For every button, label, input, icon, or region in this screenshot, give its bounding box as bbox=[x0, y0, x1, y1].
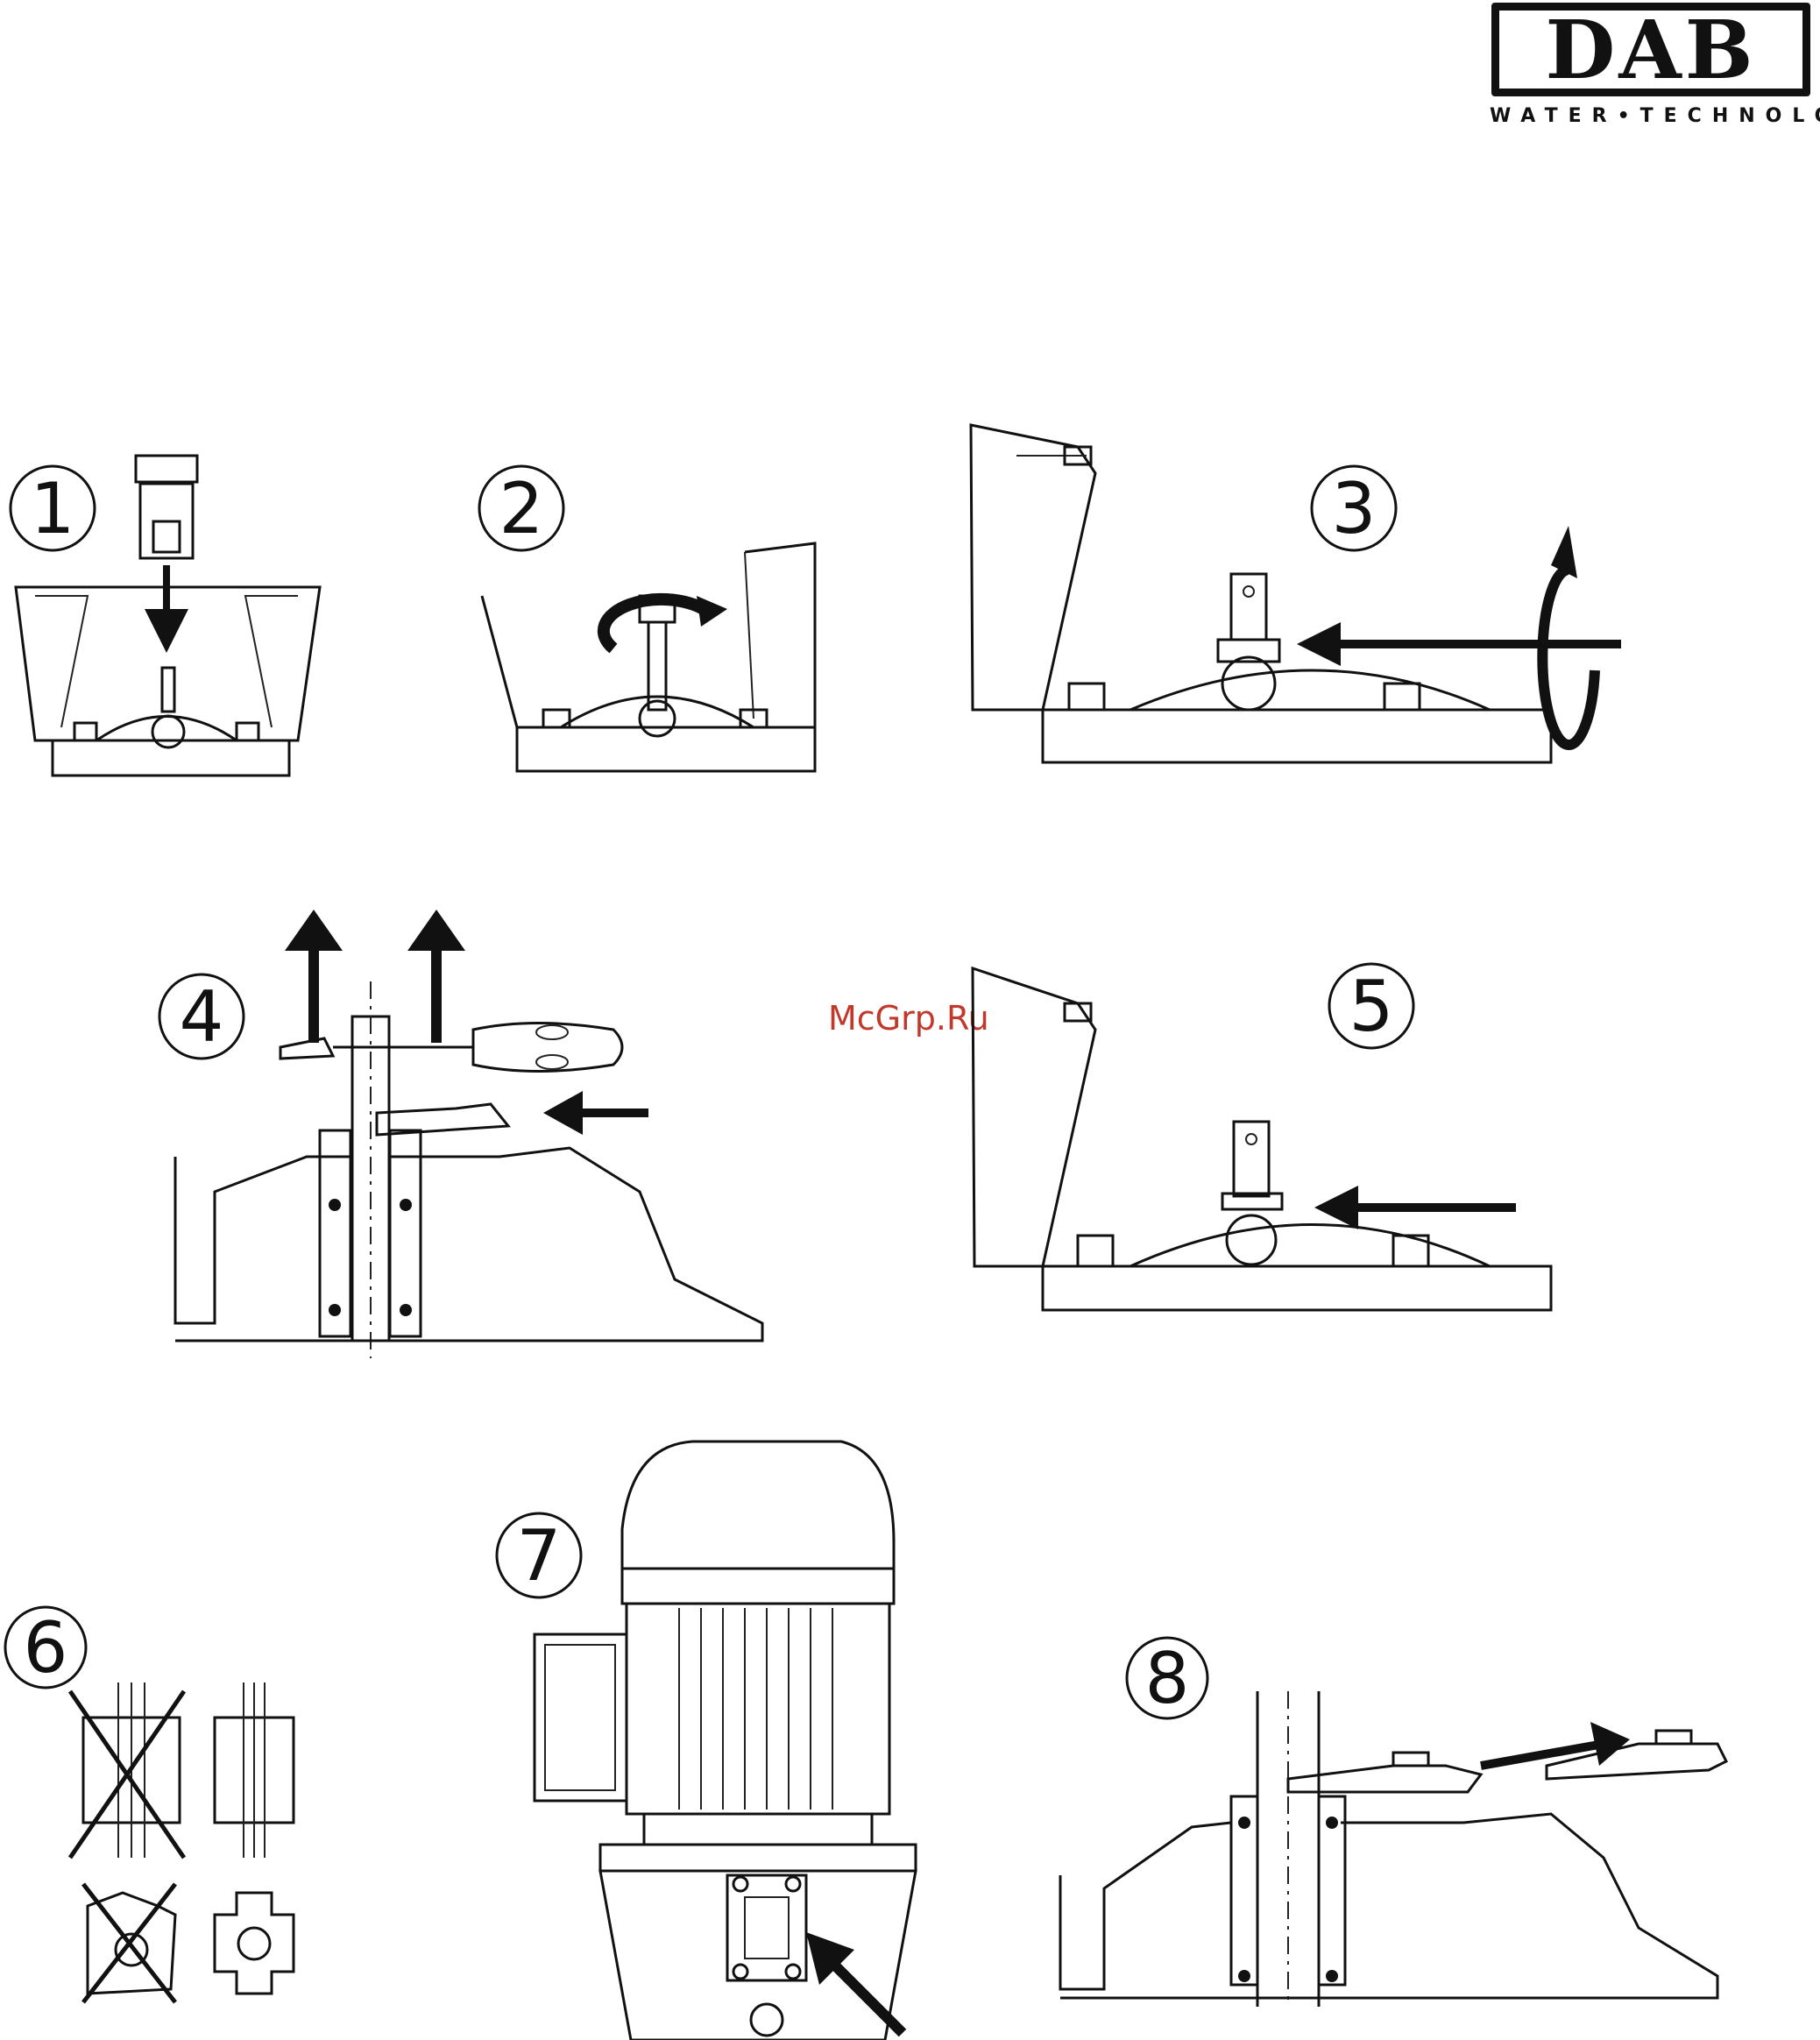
arrow-left-icon bbox=[1314, 1186, 1516, 1229]
step-6-number: 6 bbox=[24, 1607, 68, 1689]
step-8-number: 8 bbox=[1145, 1638, 1190, 1719]
arrow-diagonal-icon bbox=[806, 1932, 903, 2033]
arrow-down-icon bbox=[145, 565, 188, 653]
cross-icon bbox=[83, 1884, 175, 2002]
rotate-icon bbox=[1542, 526, 1595, 745]
step-4-figure: 4 bbox=[149, 894, 780, 1385]
arrow-up-icon bbox=[285, 910, 343, 1043]
step-6-figure: 6 bbox=[0, 1604, 315, 2024]
step-1-number: 1 bbox=[31, 468, 75, 549]
screwdriver-icon bbox=[280, 1024, 622, 1072]
step-4-number: 4 bbox=[180, 976, 224, 1058]
step-5-number: 5 bbox=[1349, 966, 1394, 1047]
brand-tagline: WATER•TECHNOLOGY bbox=[1490, 105, 1816, 127]
arrow-right-icon bbox=[1481, 1722, 1630, 1766]
arrow-left-icon bbox=[1297, 622, 1507, 666]
step-3-number: 3 bbox=[1332, 468, 1377, 549]
step-7-figure: 7 bbox=[491, 1437, 946, 2040]
step-1-figure: 1 bbox=[0, 438, 333, 789]
step-2-figure: 2 bbox=[464, 438, 850, 789]
arrow-up-icon bbox=[407, 910, 465, 1043]
step-5-figure: 5 bbox=[964, 964, 1630, 1323]
step-3-figure: 3 bbox=[964, 421, 1630, 771]
brand-logo-text: DAB bbox=[1491, 4, 1810, 97]
step-7-number: 7 bbox=[517, 1515, 562, 1597]
step-2-number: 2 bbox=[499, 468, 544, 549]
step-8-figure: 8 bbox=[1025, 1639, 1744, 2024]
arrow-left-icon bbox=[543, 1091, 648, 1135]
